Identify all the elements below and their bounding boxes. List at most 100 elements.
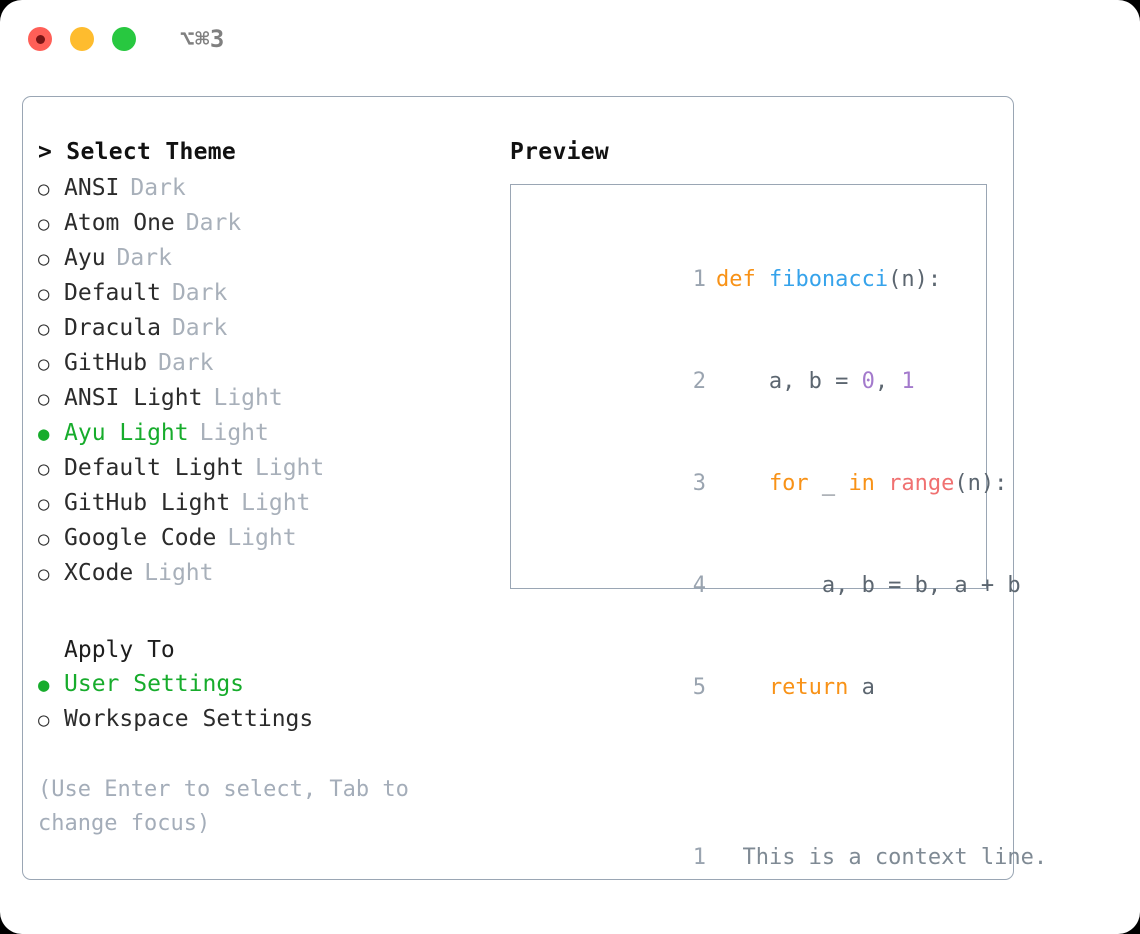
- radio-icon[interactable]: ○: [38, 248, 50, 270]
- theme-option-ayu-light[interactable]: ● Ayu Light Light: [38, 416, 493, 451]
- radio-icon[interactable]: ○: [38, 353, 50, 375]
- theme-option-atom-one-dark[interactable]: ○ Atom One Dark: [38, 206, 493, 241]
- code-line: 2 a, b = 0, 1: [511, 331, 986, 433]
- title-bar: ⌥⌘3: [0, 0, 1140, 78]
- theme-option-variant: Dark: [171, 280, 228, 306]
- theme-option-variant: Dark: [158, 350, 214, 376]
- radio-icon[interactable]: ○: [38, 388, 50, 410]
- theme-option-variant: Light: [255, 455, 325, 481]
- code-token: _: [808, 471, 849, 496]
- apply-to-header: Apply To: [64, 637, 175, 663]
- code-token: (n):: [954, 471, 1008, 496]
- theme-option-label: XCode: [64, 560, 134, 586]
- theme-option-ansi-dark[interactable]: ○ ANSI Dark: [38, 171, 493, 206]
- line-number: 1: [692, 845, 706, 870]
- radio-icon[interactable]: ○: [38, 528, 50, 550]
- line-number: 5: [692, 675, 706, 700]
- theme-option-github-light[interactable]: ○ GitHub Light Light: [38, 486, 493, 521]
- theme-option-variant: Light: [241, 490, 311, 516]
- traffic-lights: [28, 27, 136, 51]
- code-token: range: [888, 471, 955, 496]
- radio-icon[interactable]: ○: [38, 178, 50, 200]
- close-icon: [35, 34, 45, 44]
- theme-option-label: GitHub Light: [64, 490, 231, 516]
- theme-option-label: Google Code: [64, 525, 217, 551]
- radio-icon[interactable]: ○: [38, 493, 50, 515]
- theme-option-xcode[interactable]: ○ XCode Light: [38, 556, 493, 591]
- apply-to-section: Apply To ● User Settings ○ Workspace Set…: [38, 633, 493, 737]
- code-token: fibonacci: [768, 267, 889, 292]
- code-token: [716, 675, 769, 700]
- code-token: return: [768, 675, 849, 700]
- code-token: 0: [861, 369, 875, 394]
- radio-icon[interactable]: ○: [38, 213, 50, 235]
- theme-option-variant: Dark: [130, 175, 186, 201]
- diff-text: This is a context line.: [742, 845, 1048, 870]
- apply-to-option-user-settings[interactable]: ● User Settings: [38, 667, 493, 702]
- theme-option-label: ANSI: [64, 175, 120, 201]
- code-token: [875, 471, 888, 496]
- theme-option-default-dark[interactable]: ○ Default Dark: [38, 276, 493, 311]
- apply-to-option-workspace-settings[interactable]: ○ Workspace Settings: [38, 702, 493, 737]
- code-line: 4 a, b = b, a + b: [511, 535, 1021, 637]
- radio-selected-icon[interactable]: ●: [38, 674, 50, 696]
- code-token: a: [848, 675, 875, 700]
- line-number: 4: [692, 573, 706, 598]
- radio-icon[interactable]: ○: [38, 458, 50, 480]
- apply-to-option-label: Workspace Settings: [64, 706, 314, 732]
- code-line: 3 for _ in range(n):: [511, 433, 1008, 535]
- code-token: a, b = b, a + b: [715, 573, 1021, 598]
- theme-option-google-code[interactable]: ○ Google Code Light: [38, 521, 493, 556]
- theme-option-variant: Dark: [171, 315, 228, 341]
- theme-option-label: Default: [64, 280, 161, 306]
- radio-icon[interactable]: ○: [38, 283, 50, 305]
- theme-option-github-dark[interactable]: ○ GitHub Dark: [38, 346, 493, 381]
- radio-icon[interactable]: ○: [38, 318, 50, 340]
- code-line: 5 return a: [511, 637, 986, 739]
- theme-option-label: Ayu: [64, 245, 106, 271]
- theme-option-label: Ayu Light: [64, 420, 189, 446]
- minimize-window-button[interactable]: [70, 27, 94, 51]
- maximize-window-button[interactable]: [112, 27, 136, 51]
- main-panel: > Select Theme ○ ANSI Dark ○ Atom One Da…: [22, 96, 1047, 880]
- code-token: ,: [874, 369, 902, 394]
- code-token: a, b =: [715, 369, 862, 394]
- theme-option-variant: Light: [144, 560, 214, 586]
- theme-option-variant: Light: [199, 420, 269, 446]
- line-number: 3: [692, 471, 706, 496]
- diff-sign: [716, 845, 729, 870]
- theme-option-label: GitHub: [64, 350, 148, 376]
- theme-option-ayu-dark[interactable]: ○ Ayu Dark: [38, 241, 493, 276]
- theme-option-dracula-dark[interactable]: ○ Dracula Dark: [38, 311, 493, 346]
- preview-title: Preview: [510, 139, 610, 165]
- theme-option-variant: Dark: [185, 210, 242, 236]
- radio-icon[interactable]: ○: [38, 563, 50, 585]
- select-theme-header: > Select Theme: [38, 139, 237, 165]
- code-line: 1 def fibonacci(n):: [511, 229, 986, 331]
- line-number: 1: [692, 267, 706, 292]
- radio-selected-icon[interactable]: ●: [38, 423, 50, 445]
- code-spacer: [511, 739, 986, 773]
- theme-option-label: Atom One: [64, 210, 175, 236]
- theme-option-label: Dracula: [64, 315, 161, 341]
- diff-line-context: 1 This is a context line.: [511, 807, 1047, 909]
- code-spacer: [511, 773, 986, 807]
- radio-icon[interactable]: ○: [38, 709, 50, 731]
- code-token: def: [715, 267, 756, 292]
- code-token: [716, 471, 769, 496]
- keyboard-hint-text: (Use Enter to select, Tab to change focu…: [38, 777, 423, 836]
- theme-option-variant: Dark: [116, 245, 172, 271]
- code-token: 1: [901, 369, 915, 394]
- theme-option-variant: Light: [213, 385, 283, 411]
- theme-option-default-light[interactable]: ○ Default Light Light: [38, 451, 493, 486]
- apply-to-option-label: User Settings: [64, 671, 245, 697]
- diff-line-deleted: 2- This line was deleted.: [511, 909, 986, 934]
- close-window-button[interactable]: [28, 27, 52, 51]
- theme-option-label: ANSI Light: [64, 385, 203, 411]
- code-token: (n):: [888, 267, 942, 292]
- theme-option-variant: Light: [227, 525, 297, 551]
- theme-option-ansi-light[interactable]: ○ ANSI Light Light: [38, 381, 493, 416]
- code-token: in: [848, 471, 875, 496]
